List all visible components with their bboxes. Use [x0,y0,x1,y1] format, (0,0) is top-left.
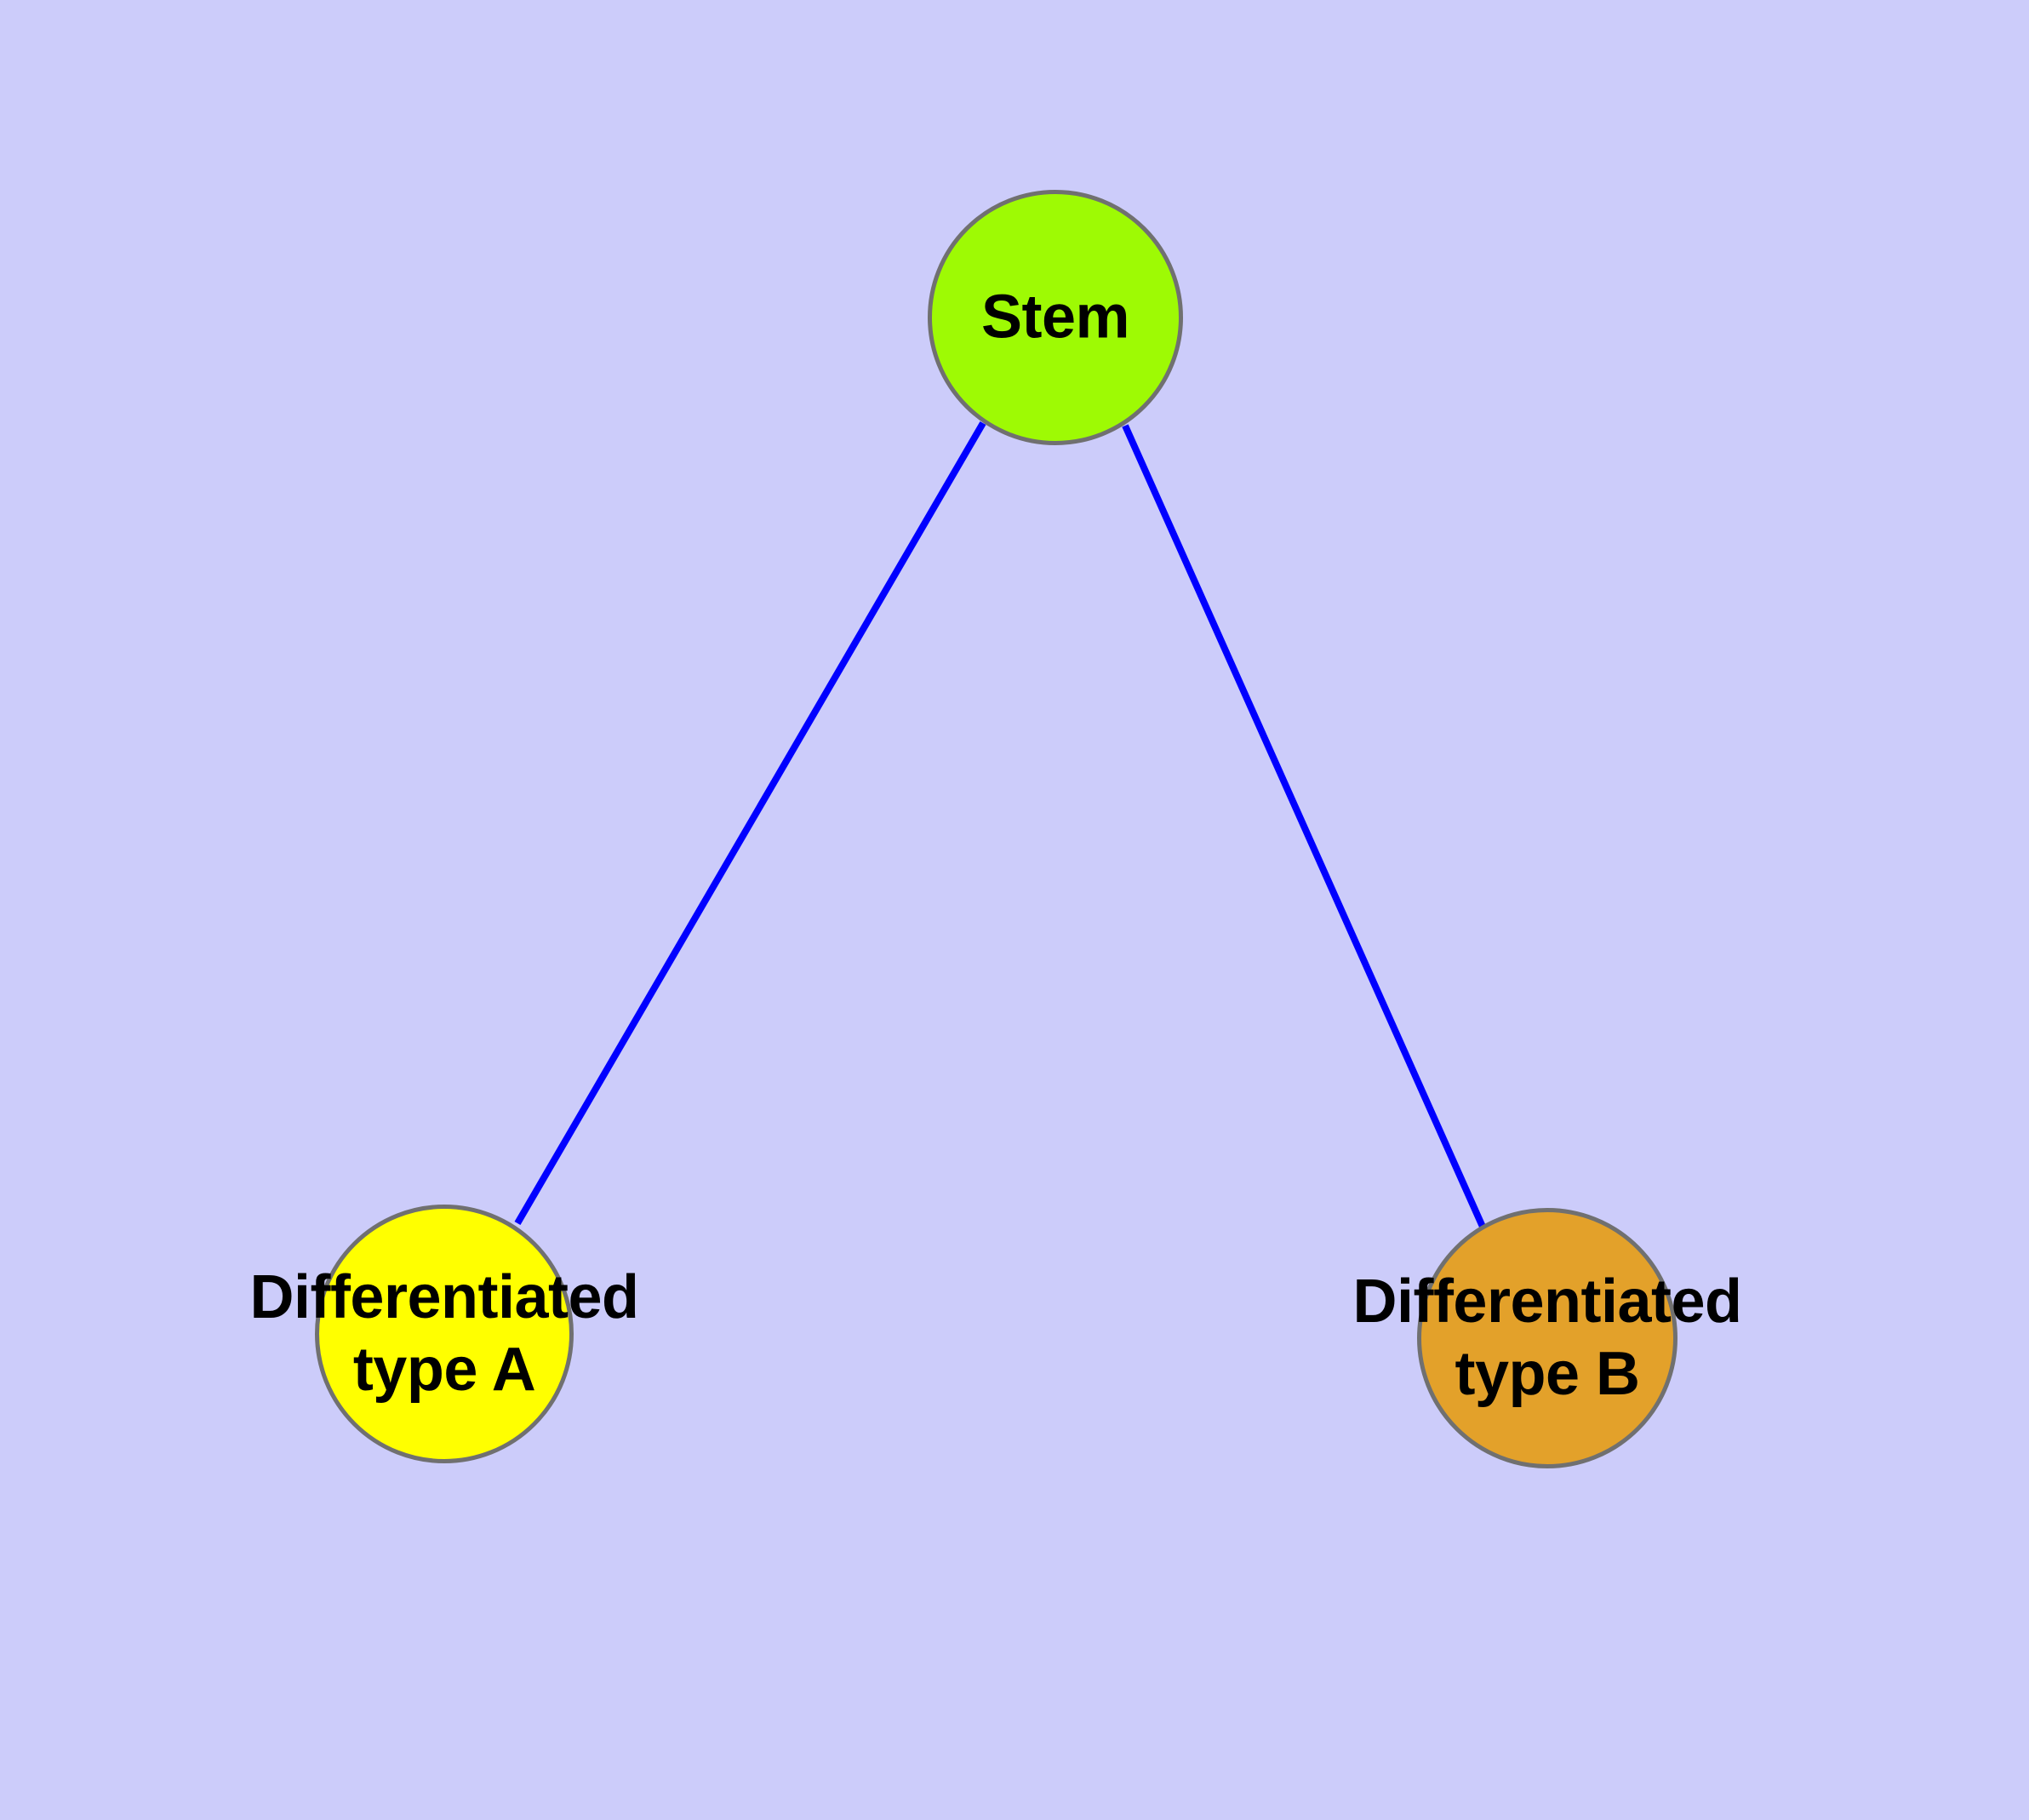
node-stem[interactable] [928,190,1183,445]
edge-stem-to-diff-b [1122,424,1486,1228]
edge-stem-to-diff-a [514,421,986,1226]
node-differentiated-type-b[interactable] [1417,1208,1677,1468]
node-differentiated-type-a[interactable] [315,1205,574,1463]
